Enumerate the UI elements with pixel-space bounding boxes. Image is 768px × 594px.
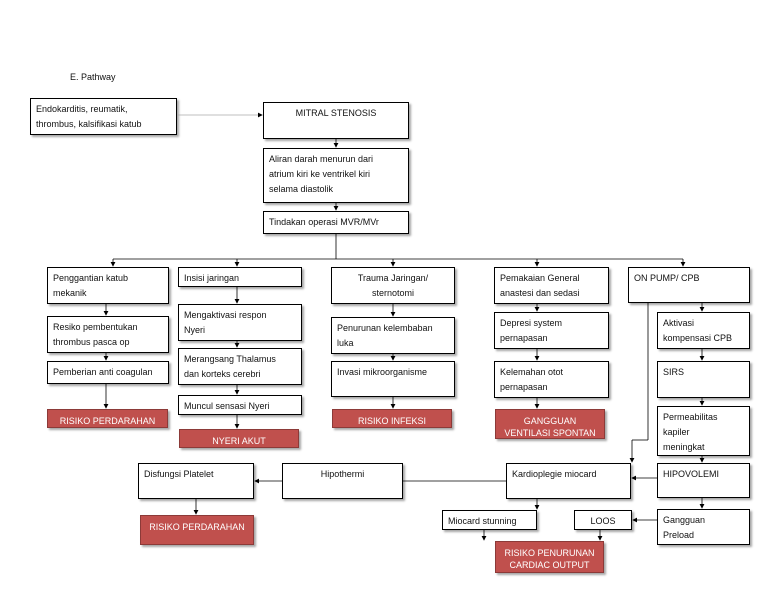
loos-box: LOOS [574,510,632,530]
invasi-mikroorganisme-box: Invasi mikroorganisme [331,361,455,397]
on-pump-cpb-box: ON PUMP/ CPB [628,267,750,303]
aktivasi-kompensasi-box: Aktivasi kompensasi CPB [657,312,750,349]
hipovolemi-box: HIPOVOLEMI [657,463,750,498]
cause-box: Endokarditis, reumatik, thrombus, kalsif… [30,98,177,135]
depresi-pernapasan-box: Depresi system pernapasan [494,312,609,349]
pathway-heading: E. Pathway [70,72,116,82]
diagnosis-risiko-perdarahan-1: RISIKO PERDARAHAN [47,409,168,428]
kardioplegie-miocard-box: Kardioplegie miocard [506,463,631,499]
penggantian-katub-box: Penggantian katub mekanik [47,267,169,304]
pemakaian-anastesi-box: Pemakaian General anastesi dan sedasi [494,267,609,304]
merangsang-thalamus-box: Merangsang Thalamus dan korteks cerebri [178,348,302,385]
pemberian-anticoagulan-box: Pemberian anti coagulan [47,361,169,384]
kelemahan-otot-box: Kelemahan otot pernapasan [494,361,609,398]
miocard-stunning-box: Miocard stunning [442,510,537,530]
insisi-jaringan-box: Insisi jaringan [178,267,302,287]
mengaktivasi-nyeri-box: Mengaktivasi respon Nyeri [178,304,302,341]
diagnosis-risiko-infeksi: RISIKO INFEKSI [332,409,452,428]
permeabilitas-kapiler-box: Permeabilitas kapiler meningkat [657,406,750,456]
trauma-jaringan-box: Trauma Jaringan/ sternotomi [331,267,455,304]
diagnosis-penurunan-cardiac-output: RISIKO PENURUNAN CARDIAC OUTPUT [495,541,604,573]
disfungsi-platelet-box: Disfungsi Platelet [138,463,254,499]
sirs-box: SIRS [657,361,750,398]
diagnosis-nyeri-akut: NYERI AKUT [179,429,299,448]
muncul-sensasi-box: Muncul sensasi Nyeri [178,395,302,415]
aliran-darah-box: Aliran darah menurun dari atrium kiri ke… [263,148,409,203]
mitral-stenosis-box: MITRAL STENOSIS [263,102,409,139]
diagnosis-risiko-perdarahan-2: RISIKO PERDARAHAN [140,515,254,545]
resiko-thrombus-box: Resiko pembentukan thrombus pasca op [47,316,169,353]
gangguan-preload-box: Gangguan Preload [657,509,750,545]
penurunan-kelembaban-box: Penurunan kelembaban luka [331,317,455,354]
tindakan-operasi-box: Tindakan operasi MVR/MVr [263,211,409,234]
hipothermi-box: Hipothermi [282,463,403,499]
diagnosis-gangguan-ventilasi: GANGGUAN VENTILASI SPONTAN [495,409,605,439]
